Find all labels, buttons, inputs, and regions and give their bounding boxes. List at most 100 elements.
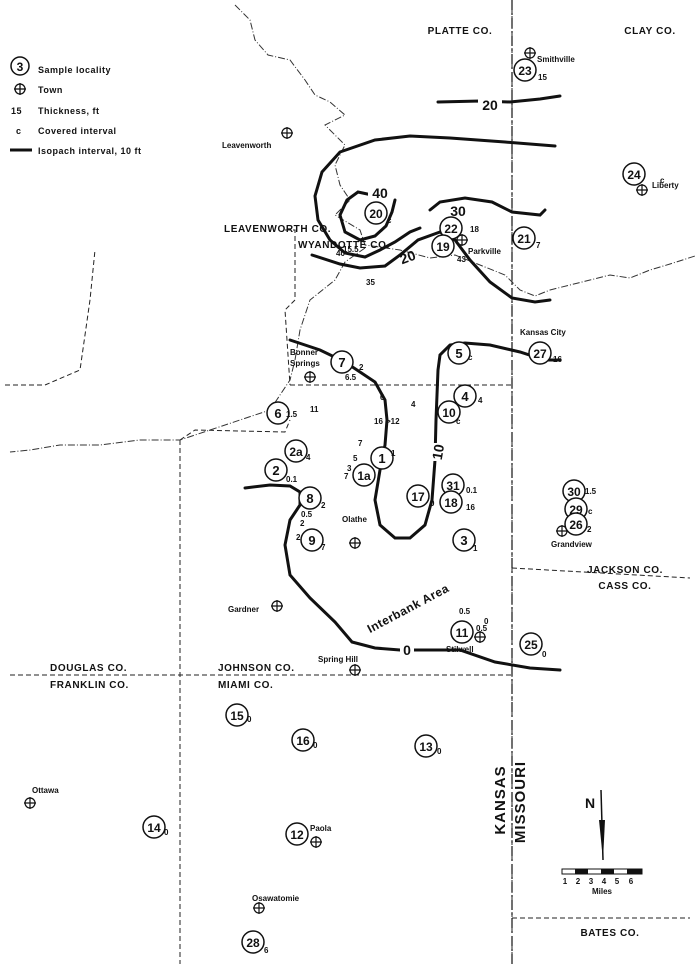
thickness-value: 1 bbox=[391, 449, 396, 458]
sample-locality-2a: 2a bbox=[289, 445, 303, 459]
sample-locality-25: 25 bbox=[524, 638, 538, 652]
sample-locality-27: 27 bbox=[533, 347, 547, 361]
scale-units: Miles bbox=[592, 887, 613, 896]
thickness-value: 2 bbox=[296, 533, 301, 542]
scale-bar-segment bbox=[601, 869, 614, 874]
sample-locality-14: 14 bbox=[147, 821, 161, 835]
legend-town-label: Town bbox=[38, 85, 63, 95]
sample-locality-icon bbox=[519, 632, 543, 656]
sample-locality-22: 22 bbox=[444, 222, 458, 236]
town-icon bbox=[253, 902, 265, 914]
county-platte: PLATTE CO. bbox=[428, 26, 493, 37]
sample-locality-31: 31 bbox=[446, 479, 460, 493]
county-wyandotte: WYANDOTTE CO. bbox=[298, 240, 390, 251]
thickness-value: 2 bbox=[300, 519, 305, 528]
town-kansas-city: Kansas City bbox=[520, 328, 566, 337]
scale-tick-label: 6 bbox=[629, 877, 634, 886]
thickness-value: 4 bbox=[306, 453, 311, 462]
thickness-value: 0 bbox=[247, 715, 252, 724]
thickness-value: c bbox=[456, 417, 461, 426]
rivers bbox=[9, 4, 696, 453]
sample-locality-11: 11 bbox=[456, 626, 469, 640]
sample-locality-23: 23 bbox=[518, 64, 532, 78]
sample-locality-icon bbox=[291, 728, 315, 752]
isopach-label-40: 40 bbox=[372, 185, 388, 201]
thickness-value: 4 bbox=[411, 400, 416, 409]
thickness-value: 6 bbox=[380, 393, 385, 402]
isopach-labels: 40 30 20 20 10 0 bbox=[368, 97, 502, 658]
thickness-value: c bbox=[660, 176, 665, 185]
town-gardner: Gardner bbox=[228, 605, 259, 614]
county-clay: CLAY CO. bbox=[624, 26, 675, 37]
town-osawatomie: Osawatomie bbox=[252, 894, 300, 903]
town-ottawa: Ottawa bbox=[32, 786, 59, 795]
thickness-value: 16 bbox=[466, 503, 475, 512]
thickness-value: 2 bbox=[587, 525, 592, 534]
thickness-value: 0.5 bbox=[459, 607, 471, 616]
sample-locality-icon bbox=[512, 226, 536, 250]
sample-locality-6: 6 bbox=[274, 406, 281, 421]
scale-tick-label: 1 bbox=[563, 877, 568, 886]
sample-locality-13: 13 bbox=[419, 740, 433, 754]
town-parkville: Parkville bbox=[468, 247, 501, 256]
thickness-value: 35 bbox=[366, 278, 375, 287]
town-liberty: Liberty bbox=[652, 181, 679, 190]
sample-locality-icon bbox=[264, 458, 288, 482]
legend-covered-label: Covered interval bbox=[38, 126, 117, 136]
sample-locality-18: 18 bbox=[444, 496, 458, 510]
north-arrow-head-icon bbox=[599, 820, 605, 860]
legend-thickness-symbol: 15 bbox=[11, 106, 22, 116]
town-icon bbox=[14, 83, 26, 95]
sample-locality-icon bbox=[414, 734, 438, 758]
sample-locality-icon bbox=[298, 486, 322, 510]
sample-locality-icon bbox=[10, 56, 30, 76]
town-icon bbox=[349, 664, 361, 676]
isopach-contours bbox=[243, 94, 562, 672]
legend-sample-symbol: 3 bbox=[17, 60, 24, 74]
sample-locality-icon bbox=[452, 528, 476, 552]
sample-locality-20: 20 bbox=[369, 207, 383, 221]
town-spring-hill: Spring Hill bbox=[318, 655, 358, 664]
isopach-label-0: 0 bbox=[403, 642, 411, 658]
legend-covered-symbol: c bbox=[16, 126, 22, 136]
thickness-value: 6.5 bbox=[345, 373, 357, 382]
thickness-value: 16 bbox=[374, 417, 383, 426]
town-icon bbox=[304, 371, 316, 383]
thickness-value: 0 bbox=[484, 617, 489, 626]
thickness-value: c bbox=[588, 507, 593, 516]
sample-locality-12: 12 bbox=[290, 828, 304, 842]
sample-locality-icon bbox=[370, 446, 394, 470]
thickness-value: c bbox=[468, 353, 473, 362]
thickness-value: 0 bbox=[430, 499, 435, 508]
sample-locality-10: 10 bbox=[442, 406, 456, 420]
sample-locality-21: 21 bbox=[517, 232, 531, 246]
county-douglas: DOUGLAS CO. bbox=[50, 663, 127, 674]
sample-locality-icon bbox=[284, 439, 308, 463]
sample-locality-7: 7 bbox=[338, 355, 345, 370]
town-icon bbox=[636, 184, 648, 196]
sample-locality-icon bbox=[285, 822, 309, 846]
town-icon bbox=[281, 127, 293, 139]
thickness-value: 15 bbox=[538, 73, 547, 82]
town-icon bbox=[474, 631, 486, 643]
isopach-label-30: 30 bbox=[450, 203, 466, 219]
scale-bar-segment bbox=[575, 869, 588, 874]
thickness-value: 40 bbox=[336, 249, 345, 258]
sample-locality-icon bbox=[528, 341, 552, 365]
thickness-value: 6 bbox=[264, 946, 269, 955]
sample-locality-icon bbox=[352, 463, 376, 487]
town-icon bbox=[456, 234, 468, 246]
county-jackson: JACKSON CO. bbox=[587, 565, 663, 576]
legend-isopach-label: Isopach interval, 10 ft bbox=[38, 146, 142, 156]
sample-locality-5: 5 bbox=[455, 346, 462, 361]
sample-locality-icon bbox=[406, 484, 430, 508]
scale-tick-label: 3 bbox=[589, 877, 594, 886]
town-stilwell: Stilwell bbox=[446, 645, 474, 654]
thickness-value: 7 bbox=[321, 543, 326, 552]
town-markers: Smithville Leavenworth Liberty Parkville… bbox=[24, 47, 679, 914]
county-leavenworth: LEAVENWORTH CO. bbox=[224, 224, 331, 235]
sample-locality-icon bbox=[241, 930, 265, 954]
legend-sample-label: Sample locality bbox=[38, 65, 111, 75]
